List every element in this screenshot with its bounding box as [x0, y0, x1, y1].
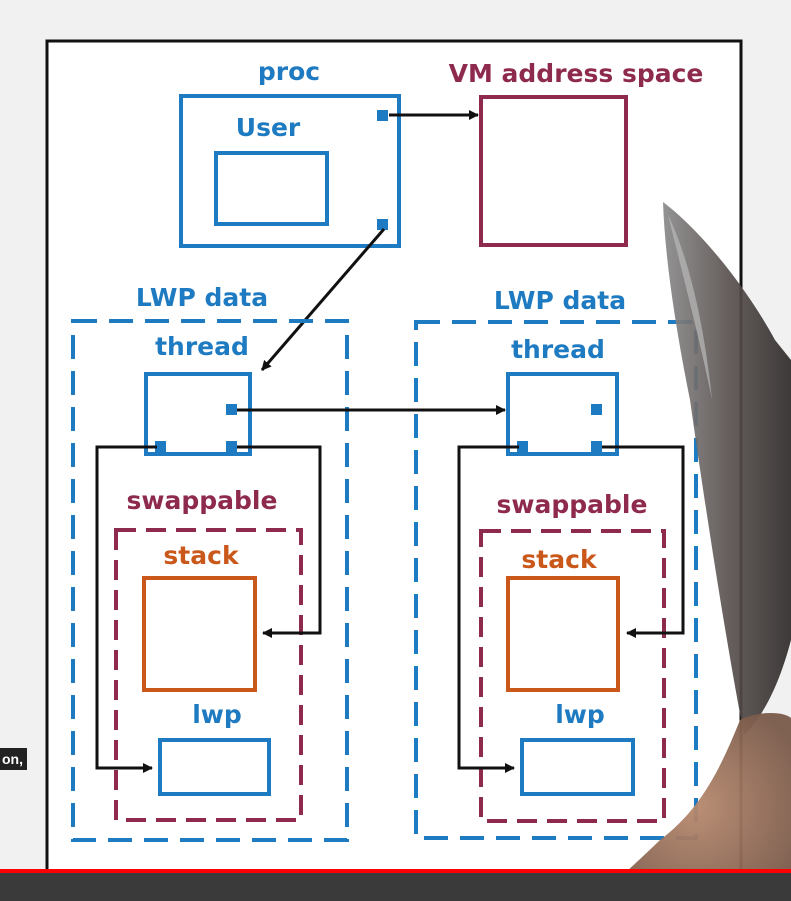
- stack-label-right: stack: [521, 545, 598, 574]
- swappable-box-left: [114, 528, 303, 822]
- thread-pointer-stack-right: [591, 441, 602, 452]
- video-progress-bar[interactable]: [0, 869, 791, 873]
- stack-box-left: [142, 576, 257, 692]
- vm-address-space-box: [479, 95, 628, 247]
- thread-pointer-lwp-left: [155, 441, 166, 452]
- diagram-frame: [45, 39, 743, 876]
- arrow-thread-to-stack-right: [602, 445, 685, 638]
- arrow-proc-to-thread: [260, 228, 386, 371]
- arrow-thread-to-stack-left: [237, 445, 322, 638]
- proc-pointer-vm: [377, 110, 388, 121]
- stack-label-left: stack: [163, 541, 240, 570]
- proc-pointer-thread: [377, 219, 388, 230]
- thread-pointer-lwp-right: [517, 441, 528, 452]
- lwp-data-box-right: [414, 320, 698, 840]
- stack-box-right: [506, 576, 620, 692]
- lwp-data-label-right: LWP data: [494, 286, 626, 315]
- vm-address-space-label: VM address space: [449, 59, 704, 88]
- lwp-box-left: [158, 738, 271, 796]
- player-control-band: [0, 873, 791, 901]
- thread-pointer-next-left: [226, 404, 237, 415]
- arrow-thread-to-lwp-right: [457, 445, 519, 773]
- thread-pointer-next-right: [591, 404, 602, 415]
- lwp-data-label-left: LWP data: [136, 283, 268, 312]
- video-progress-fill: [0, 869, 791, 873]
- swappable-box-right: [479, 529, 666, 823]
- caption-fragment: on,: [0, 748, 27, 770]
- pen-blade: [663, 202, 791, 735]
- thread-box-left: [144, 372, 252, 456]
- swappable-label-left: swappable: [127, 486, 278, 515]
- thread-label-right: thread: [511, 335, 605, 364]
- user-label: User: [236, 113, 301, 142]
- lwp-label-left: lwp: [192, 700, 242, 729]
- proc-box: [179, 94, 401, 248]
- lwp-label-right: lwp: [555, 700, 605, 729]
- arrow-thread-to-lwp-left: [95, 445, 157, 773]
- proc-label: proc: [258, 57, 320, 86]
- lwp-box-right: [520, 738, 635, 796]
- swappable-label-right: swappable: [497, 490, 648, 519]
- thread-label-left: thread: [155, 332, 249, 361]
- thread-pointer-stack-left: [226, 441, 237, 452]
- user-box: [214, 151, 329, 226]
- hand: [600, 713, 791, 901]
- thread-box-right: [506, 372, 619, 456]
